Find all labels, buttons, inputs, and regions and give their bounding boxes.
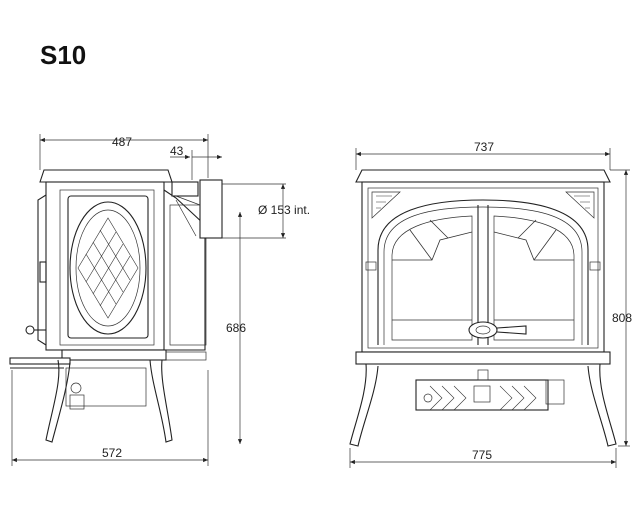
dim-flue-diameter: Ø 153 int. [258, 203, 310, 217]
dim-side-leg-depth: 572 [102, 446, 122, 460]
side-view [9, 169, 223, 443]
dim-flue-offset: 43 [170, 144, 184, 158]
ash-drawer [415, 379, 549, 411]
front-view [349, 169, 617, 447]
flue-collar [171, 181, 199, 197]
front-dimensions: 737 808 775 [349, 140, 632, 468]
door-handle [468, 321, 498, 339]
dim-front-leg-width: 775 [472, 448, 492, 462]
dim-flue-height: 686 [226, 321, 246, 335]
dim-front-width: 737 [474, 140, 494, 154]
dim-front-height: 808 [612, 311, 632, 325]
lattice-pattern [77, 217, 139, 319]
side-dimensions: 487 43 Ø 153 int. 686 572 [11, 134, 310, 466]
dim-side-depth: 487 [112, 135, 132, 149]
model-title: S10 [40, 40, 87, 70]
flue-outlet [199, 179, 223, 239]
